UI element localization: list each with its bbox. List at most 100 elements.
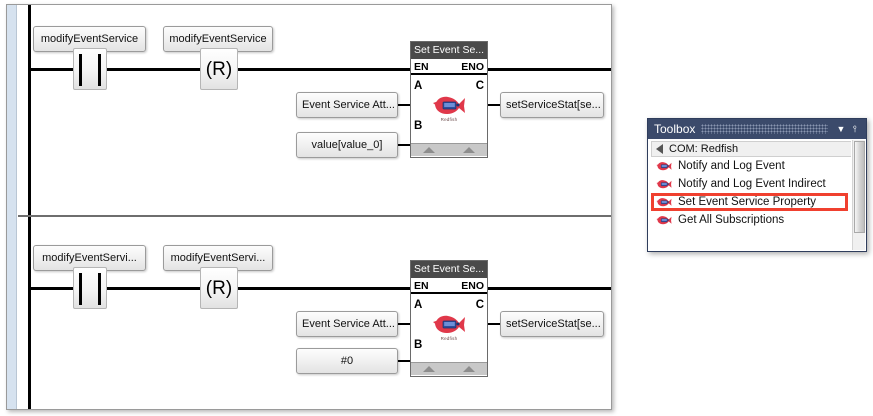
toolbox-item-set-event-service-property[interactable]: Set Event Service Property	[651, 193, 851, 211]
connector-a	[398, 104, 410, 106]
pin-c-label: C	[475, 80, 484, 92]
ladder-left-gutter	[7, 5, 17, 409]
toolbox-title: Toolbox	[654, 122, 696, 136]
function-block-footer[interactable]	[411, 362, 487, 375]
connector-c	[488, 323, 500, 325]
toolbox-item-label: Notify and Log Event	[678, 160, 785, 172]
eno-pin-label: ENO	[461, 61, 484, 73]
redfish-icon: Redfish	[429, 312, 469, 341]
operand-a-label: Event Service Att...	[302, 99, 395, 111]
operand-a-box[interactable]: Event Service Att...	[296, 92, 398, 118]
ladder-editor-frame: modifyEventService modifyEventService (R…	[6, 4, 612, 410]
connector-c	[488, 104, 500, 106]
toolbox-drag-grip[interactable]	[701, 124, 828, 134]
redfish-fish-glyph	[656, 180, 672, 189]
toolbox-panel[interactable]: Toolbox ▼ ⫯ COM: Redfish	[647, 118, 867, 252]
function-block-title: Set Event Se...	[411, 261, 487, 278]
coil-label: modifyEventService	[169, 33, 267, 45]
toolbox-scrollbar[interactable]	[852, 140, 865, 250]
power-rail-horizontal	[28, 68, 611, 71]
en-pin-label: EN	[414, 280, 429, 292]
pin-c-label: C	[475, 299, 484, 311]
function-block-body: A B C Redfish	[411, 294, 487, 362]
redfish-icon	[655, 213, 673, 227]
expand-up-icon-left[interactable]	[423, 147, 435, 153]
contact-label: modifyEventService	[40, 33, 139, 45]
contact-label-box[interactable]: modifyEventServi...	[33, 245, 146, 271]
collapse-triangle-icon[interactable]	[656, 144, 663, 154]
ladder-rung[interactable]: modifyEventService modifyEventService (R…	[18, 5, 611, 215]
redfish-fish-glyph	[656, 198, 672, 207]
contact-normally-open-icon[interactable]	[73, 267, 107, 309]
contact-label: modifyEventServi...	[42, 252, 137, 264]
toolbox-item-label: Set Event Service Property	[678, 196, 817, 208]
redfish-icon: Redfish	[429, 93, 469, 122]
function-block-title: Set Event Se...	[411, 42, 487, 59]
power-rail-horizontal	[28, 287, 611, 290]
redfish-icon	[655, 195, 673, 209]
redfish-icon	[655, 159, 673, 173]
contact-label-box[interactable]: modifyEventService	[33, 26, 146, 52]
operand-b-label: #0	[340, 355, 354, 367]
rung-separator	[18, 215, 611, 217]
operand-a-box[interactable]: Event Service Att...	[296, 311, 398, 337]
output-c-box[interactable]: setServiceStat[se...	[500, 311, 604, 337]
operand-b-box[interactable]: #0	[296, 348, 398, 374]
toolbox-header[interactable]: Toolbox ▼ ⫯	[648, 119, 866, 139]
eno-pin-label: ENO	[461, 280, 484, 292]
connector-b	[398, 360, 410, 362]
redfish-fish-glyph	[656, 216, 672, 225]
contact-bar-right	[98, 54, 101, 86]
redfish-fish-glyph	[433, 96, 465, 114]
pin-a-label: A	[414, 80, 423, 92]
redfish-fish-glyph	[656, 162, 672, 171]
en-pin-label: EN	[414, 61, 429, 73]
power-rail-vertical	[28, 5, 31, 215]
redfish-icon-caption: Redfish	[440, 336, 458, 341]
pin-a-label: A	[414, 299, 423, 311]
reset-coil-symbol: (R)	[205, 58, 233, 80]
function-block-body: A B C Redfish	[411, 75, 487, 143]
contact-bar-left	[79, 54, 82, 86]
connector-b	[398, 144, 410, 146]
reset-coil-symbol: (R)	[205, 277, 233, 299]
function-block-set-event-service[interactable]: Set Event Se... EN ENO A B C	[410, 260, 488, 377]
expand-up-icon-right[interactable]	[463, 147, 475, 153]
redfish-fish-glyph	[433, 315, 465, 333]
ladder-canvas[interactable]: modifyEventService modifyEventService (R…	[18, 5, 611, 409]
coil-label-box[interactable]: modifyEventServi...	[163, 245, 273, 271]
redfish-icon	[655, 177, 673, 191]
toolbox-body: COM: Redfish Notify and Log Event	[648, 139, 866, 251]
pin-b-label: B	[414, 120, 423, 132]
toolbox-item-notify-and-log-event-indirect[interactable]: Notify and Log Event Indirect	[651, 175, 851, 193]
contact-normally-open-icon[interactable]	[73, 48, 107, 90]
toolbox-item-notify-and-log-event[interactable]: Notify and Log Event	[651, 157, 851, 175]
toolbox-tree[interactable]: COM: Redfish Notify and Log Event	[651, 141, 851, 249]
operand-b-label: value[value_0]	[311, 139, 383, 151]
pin-icon[interactable]: ⫯	[853, 123, 857, 134]
operand-a-label: Event Service Att...	[302, 318, 395, 330]
contact-bar-left	[79, 273, 82, 305]
toolbox-item-label: Notify and Log Event Indirect	[678, 178, 826, 190]
redfish-icon-caption: Redfish	[440, 117, 458, 122]
pin-b-label: B	[414, 339, 423, 351]
reset-coil-icon[interactable]: (R)	[200, 48, 238, 90]
ladder-rung[interactable]: modifyEventServi... modifyEventServi... …	[18, 217, 611, 409]
function-block-set-event-service[interactable]: Set Event Se... EN ENO A B C	[410, 41, 488, 158]
chevron-down-icon[interactable]: ▼	[836, 123, 846, 134]
operand-b-box[interactable]: value[value_0]	[296, 132, 398, 158]
function-block-footer[interactable]	[411, 143, 487, 156]
power-rail-vertical	[28, 217, 31, 409]
reset-coil-icon[interactable]: (R)	[200, 267, 238, 309]
toolbox-item-get-all-subscriptions[interactable]: Get All Subscriptions	[651, 211, 851, 229]
coil-label: modifyEventServi...	[170, 252, 266, 264]
connector-a	[398, 323, 410, 325]
toolbox-group-label: COM: Redfish	[669, 143, 739, 155]
toolbox-scrollbar-thumb[interactable]	[854, 141, 865, 233]
expand-up-icon-right[interactable]	[463, 366, 475, 372]
toolbox-item-label: Get All Subscriptions	[678, 214, 785, 226]
function-block-en-row: EN ENO	[411, 59, 487, 75]
output-c-box[interactable]: setServiceStat[se...	[500, 92, 604, 118]
expand-up-icon-left[interactable]	[423, 366, 435, 372]
toolbox-group-com-redfish[interactable]: COM: Redfish	[651, 141, 851, 157]
